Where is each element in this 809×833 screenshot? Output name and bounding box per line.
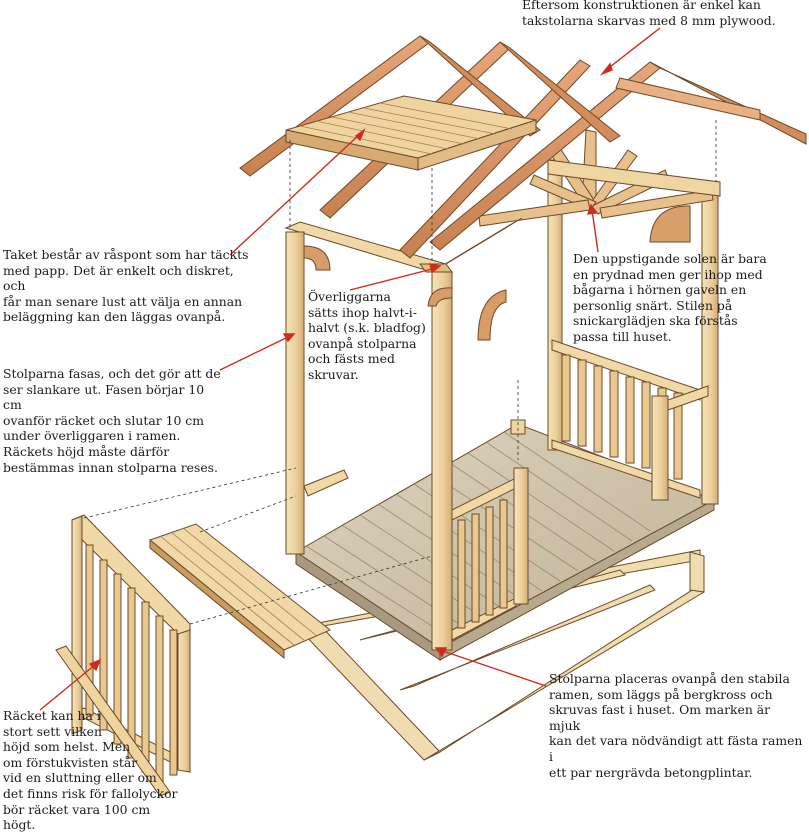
roof-planks <box>285 95 537 171</box>
loose-bar <box>303 469 349 497</box>
back-railing <box>551 339 709 501</box>
note-overliggare: Överliggarna sätts ihop halvt-i- halvt (… <box>308 289 426 382</box>
note-rising-sun: Den uppstigande solen är bara en prydnad… <box>573 251 767 344</box>
assembly-guides <box>83 120 717 625</box>
note-roof: Taket består av råspont som har täckts m… <box>3 247 249 325</box>
note-plywood-splice: Eftersom konstruktionen är enkel kan tak… <box>522 0 776 28</box>
leader-lines <box>39 27 661 711</box>
back-posts <box>547 159 719 505</box>
note-ground-frame: Stolparna placeras ovanpå den stabila ra… <box>549 671 803 780</box>
loose-railing-section <box>55 514 191 797</box>
porch-illustration <box>39 27 807 797</box>
back-beam <box>547 159 721 197</box>
note-posts-chamfer: Stolparna fasas, och det gör att de ser … <box>3 366 221 475</box>
front-railing <box>451 419 529 641</box>
note-railing-height: Räcket kan ha i stort sett vilken höjd s… <box>3 708 178 833</box>
loose-deck-section <box>148 523 331 660</box>
frame-posts <box>284 217 523 651</box>
